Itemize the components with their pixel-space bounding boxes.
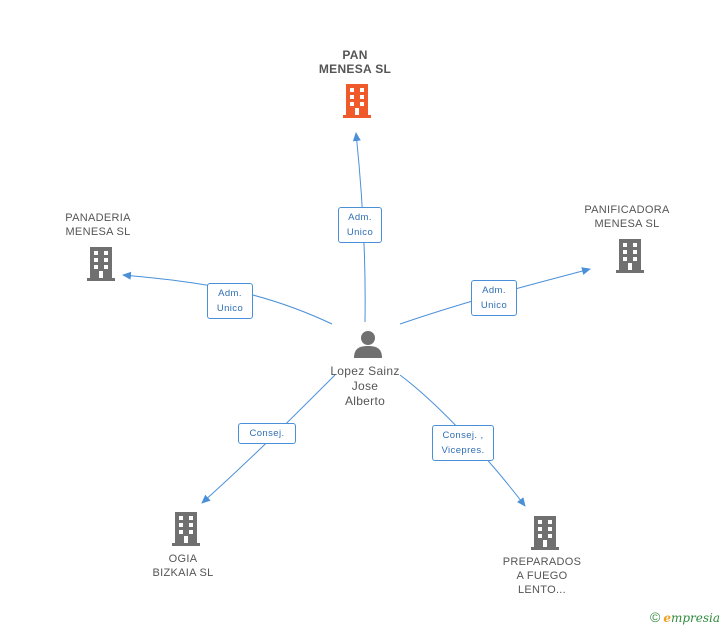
company-name-panaderia[interactable]: PANADERIA MENESA SL	[48, 211, 148, 239]
building-icon[interactable]	[614, 239, 646, 273]
company-name-preparados[interactable]: PREPARADOS A FUEGO LENTO...	[492, 555, 592, 597]
person-icon[interactable]	[353, 329, 383, 359]
company-name-line: PREPARADOS	[502, 556, 582, 568]
relation-label-pan-menesa[interactable]: Adm. Unico	[338, 207, 382, 243]
relation-text: Consej. ,	[442, 430, 484, 441]
person-name-line: Jose	[351, 379, 379, 393]
company-name-line: BIZKAIA SL	[152, 567, 214, 579]
relation-label-panaderia[interactable]: Adm. Unico	[207, 283, 253, 319]
relation-text: Consej.	[249, 428, 285, 439]
person-name-line: Alberto	[344, 394, 386, 408]
building-icon[interactable]	[529, 516, 561, 550]
building-icon[interactable]	[341, 84, 373, 118]
company-name-line: MENESA SL	[594, 218, 660, 230]
relation-text: Adm.	[218, 288, 242, 299]
building-icon[interactable]	[85, 247, 117, 281]
brand-name: mpresia	[670, 611, 721, 625]
relation-text: Adm.	[482, 285, 506, 296]
building-icon[interactable]	[170, 512, 202, 546]
relation-label-ogia[interactable]: Consej.	[238, 423, 296, 444]
person-name-line: Lopez Sainz	[330, 364, 400, 378]
relation-text: Vicepres.	[441, 445, 485, 456]
company-name-line: MENESA SL	[318, 62, 392, 76]
relation-label-panificadora[interactable]: Adm. Unico	[471, 280, 517, 316]
company-name-line: MENESA SL	[65, 226, 131, 238]
company-name-ogia[interactable]: OGIA BIZKAIA SL	[133, 552, 233, 580]
brand-initial: e	[663, 611, 671, 625]
relation-text: Unico	[346, 227, 374, 238]
company-name-line: OGIA	[168, 553, 198, 565]
relation-text: Adm.	[348, 212, 372, 223]
relation-text: Unico	[480, 300, 508, 311]
company-name-line: A FUEGO	[516, 570, 568, 582]
company-name-panificadora[interactable]: PANIFICADORA MENESA SL	[572, 203, 682, 231]
company-name-pan-menesa[interactable]: PAN MENESA SL	[300, 48, 410, 76]
company-name-line: PANIFICADORA	[584, 204, 670, 216]
company-name-line: PAN	[342, 48, 368, 62]
person-name[interactable]: Lopez Sainz Jose Alberto	[315, 364, 415, 409]
copyright-icon: ©	[650, 609, 661, 625]
company-name-line: LENTO...	[517, 584, 567, 596]
relation-label-preparados[interactable]: Consej. , Vicepres.	[432, 425, 494, 461]
relation-text: Unico	[216, 303, 244, 314]
empresia-logo[interactable]: ©empresia	[650, 609, 720, 625]
company-name-line: PANADERIA	[65, 212, 131, 224]
